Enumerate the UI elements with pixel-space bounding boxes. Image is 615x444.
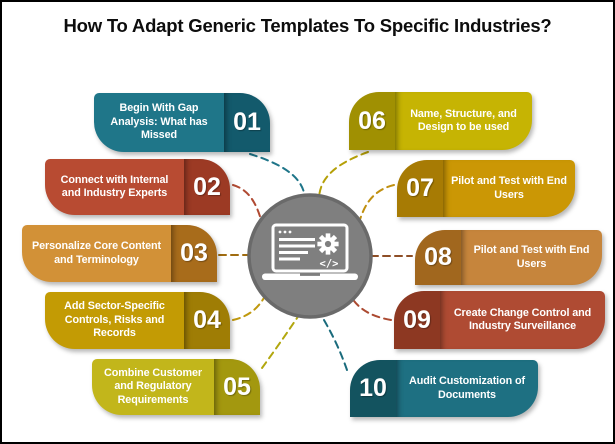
step-09-number: 09 — [394, 291, 440, 349]
gear-icon — [317, 233, 339, 255]
window-dots-icon — [278, 230, 292, 234]
step-06-label: Name, Structure, and Design to be used — [395, 92, 532, 150]
step-07-number: 07 — [397, 160, 443, 217]
laptop-base-notch — [300, 273, 320, 276]
connector-05 — [261, 314, 300, 369]
step-02-number: 02 — [184, 159, 230, 215]
step-03-number: 03 — [171, 225, 217, 282]
text-lines-icon — [279, 238, 315, 261]
laptop-icon: </> — [262, 223, 358, 280]
step-07: 07 Pilot and Test with End Users — [397, 160, 575, 217]
page-title: How To Adapt Generic Templates To Specif… — [63, 15, 552, 36]
step-05: Combine Customer and Regulatory Requirem… — [92, 359, 260, 415]
connector-09 — [349, 294, 392, 321]
step-05-number: 05 — [214, 359, 260, 415]
step-04-label: Add Sector-Specific Controls, Risks and … — [45, 292, 184, 349]
connector-07 — [358, 184, 395, 224]
connector-06 — [318, 151, 369, 199]
step-01-number: 01 — [224, 93, 270, 152]
step-01-label: Begin With Gap Analysis: What has Missed — [94, 93, 224, 152]
step-08: 08 Pilot and Test with End Users — [415, 230, 602, 285]
step-02: Connect with Internal and Industry Exper… — [45, 159, 230, 215]
step-10: 10 Audit Customization of Documents — [350, 360, 538, 417]
step-09: 09 Create Change Control and Industry Su… — [394, 291, 605, 349]
step-06-number: 06 — [349, 92, 395, 150]
connector-02 — [232, 184, 263, 224]
step-08-number: 08 — [415, 230, 461, 285]
step-10-number: 10 — [350, 360, 396, 417]
step-05-label: Combine Customer and Regulatory Requirem… — [92, 359, 214, 415]
laptop-screen — [271, 223, 349, 273]
connector-01 — [249, 153, 306, 199]
step-07-label: Pilot and Test with End Users — [443, 160, 575, 217]
laptop-base — [262, 273, 358, 280]
step-01: Begin With Gap Analysis: What has Missed… — [94, 93, 270, 152]
step-03: Personalize Core Content and Terminology… — [22, 225, 217, 282]
connector-10 — [320, 314, 348, 371]
center-circle — [247, 193, 373, 319]
step-03-label: Personalize Core Content and Terminology — [22, 225, 171, 282]
step-09-label: Create Change Control and Industry Surve… — [440, 291, 605, 349]
step-06: 06 Name, Structure, and Design to be use… — [349, 92, 532, 150]
step-04-number: 04 — [184, 292, 230, 349]
code-icon: </> — [320, 258, 339, 270]
connector-04 — [232, 295, 266, 321]
step-04: Add Sector-Specific Controls, Risks and … — [45, 292, 230, 349]
step-10-label: Audit Customization of Documents — [396, 360, 538, 417]
step-08-label: Pilot and Test with End Users — [461, 230, 602, 285]
step-02-label: Connect with Internal and Industry Exper… — [45, 159, 184, 215]
